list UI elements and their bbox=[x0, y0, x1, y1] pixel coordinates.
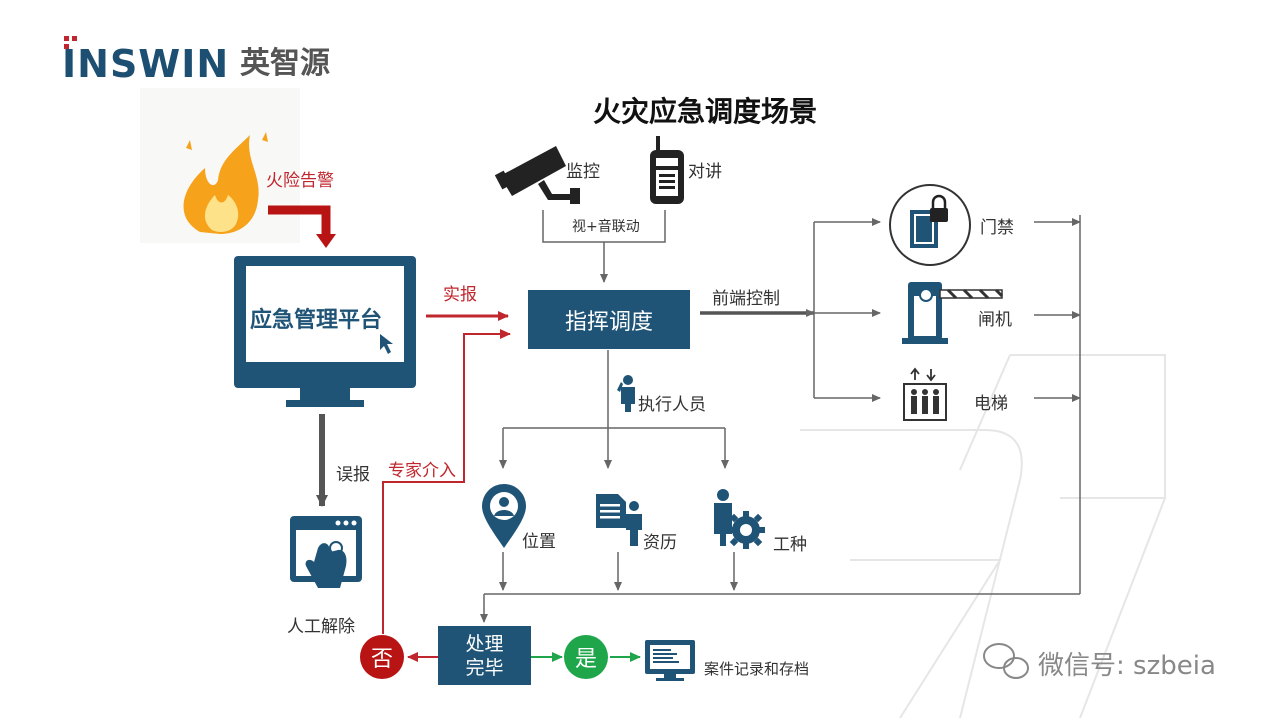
platform-label: 应急管理平台 bbox=[250, 308, 383, 333]
executor-branches bbox=[499, 427, 729, 469]
walkie-talkie-icon bbox=[650, 136, 684, 204]
position-label: 位置 bbox=[522, 532, 556, 552]
camera-icon bbox=[494, 146, 580, 204]
av-link-label: 视+音联动 bbox=[572, 219, 640, 235]
detail-arrows bbox=[499, 552, 738, 591]
monitor-label: 监控 bbox=[566, 162, 600, 182]
access-control-icon bbox=[889, 184, 971, 266]
fire-alarm-label: 火险告警 bbox=[266, 171, 334, 191]
page-title: 火灾应急调度场景 bbox=[592, 95, 817, 128]
done-line1: 处理 bbox=[465, 632, 504, 655]
command-box: 指挥调度 bbox=[528, 290, 690, 349]
resume-document-icon bbox=[596, 494, 642, 546]
access-label: 门禁 bbox=[980, 218, 1014, 238]
manual-release-label: 人工解除 bbox=[287, 617, 355, 637]
expert-label: 专家介入 bbox=[388, 461, 456, 481]
archive-monitor-icon bbox=[645, 640, 695, 681]
done-line2: 完毕 bbox=[465, 656, 504, 679]
report-label: 实报 bbox=[443, 285, 477, 305]
resume-label: 资历 bbox=[643, 533, 677, 553]
archive-label: 案件记录和存档 bbox=[704, 660, 810, 678]
frontend-branches bbox=[813, 218, 881, 402]
brand-mark-icon bbox=[64, 36, 77, 49]
position-pin-icon bbox=[482, 484, 526, 548]
fire-icon bbox=[140, 88, 300, 243]
executor-label: 执行人员 bbox=[638, 395, 706, 415]
executor-icon bbox=[617, 375, 635, 412]
brand-name-en: INSWIN bbox=[62, 42, 230, 86]
gate-label: 闸机 bbox=[978, 310, 1012, 330]
work-type-label: 工种 bbox=[773, 535, 807, 555]
yes-node: 是 bbox=[564, 635, 608, 679]
watermark: 微信号: szbeia bbox=[1038, 651, 1216, 681]
done-box: 处理 完毕 bbox=[438, 626, 531, 685]
alarm-arrow bbox=[268, 205, 331, 236]
no-node: 否 bbox=[360, 635, 404, 679]
elevator-label: 电梯 bbox=[974, 394, 1008, 414]
intercom-label: 对讲 bbox=[688, 162, 722, 182]
gate-icon bbox=[902, 282, 1004, 344]
platform-monitor-icon bbox=[234, 256, 416, 407]
false-report-label: 误报 bbox=[336, 465, 370, 485]
frontend-control-label: 前端控制 bbox=[712, 289, 780, 309]
manual-release-icon bbox=[290, 516, 362, 588]
work-type-gear-icon bbox=[714, 489, 765, 549]
brand-name-cn: 英智源 bbox=[240, 46, 330, 81]
elevator-icon bbox=[903, 367, 947, 421]
background-decoration bbox=[800, 354, 1166, 718]
expert-line bbox=[382, 329, 511, 634]
right-side-lines bbox=[480, 215, 1081, 623]
wechat-icon bbox=[983, 643, 1029, 679]
